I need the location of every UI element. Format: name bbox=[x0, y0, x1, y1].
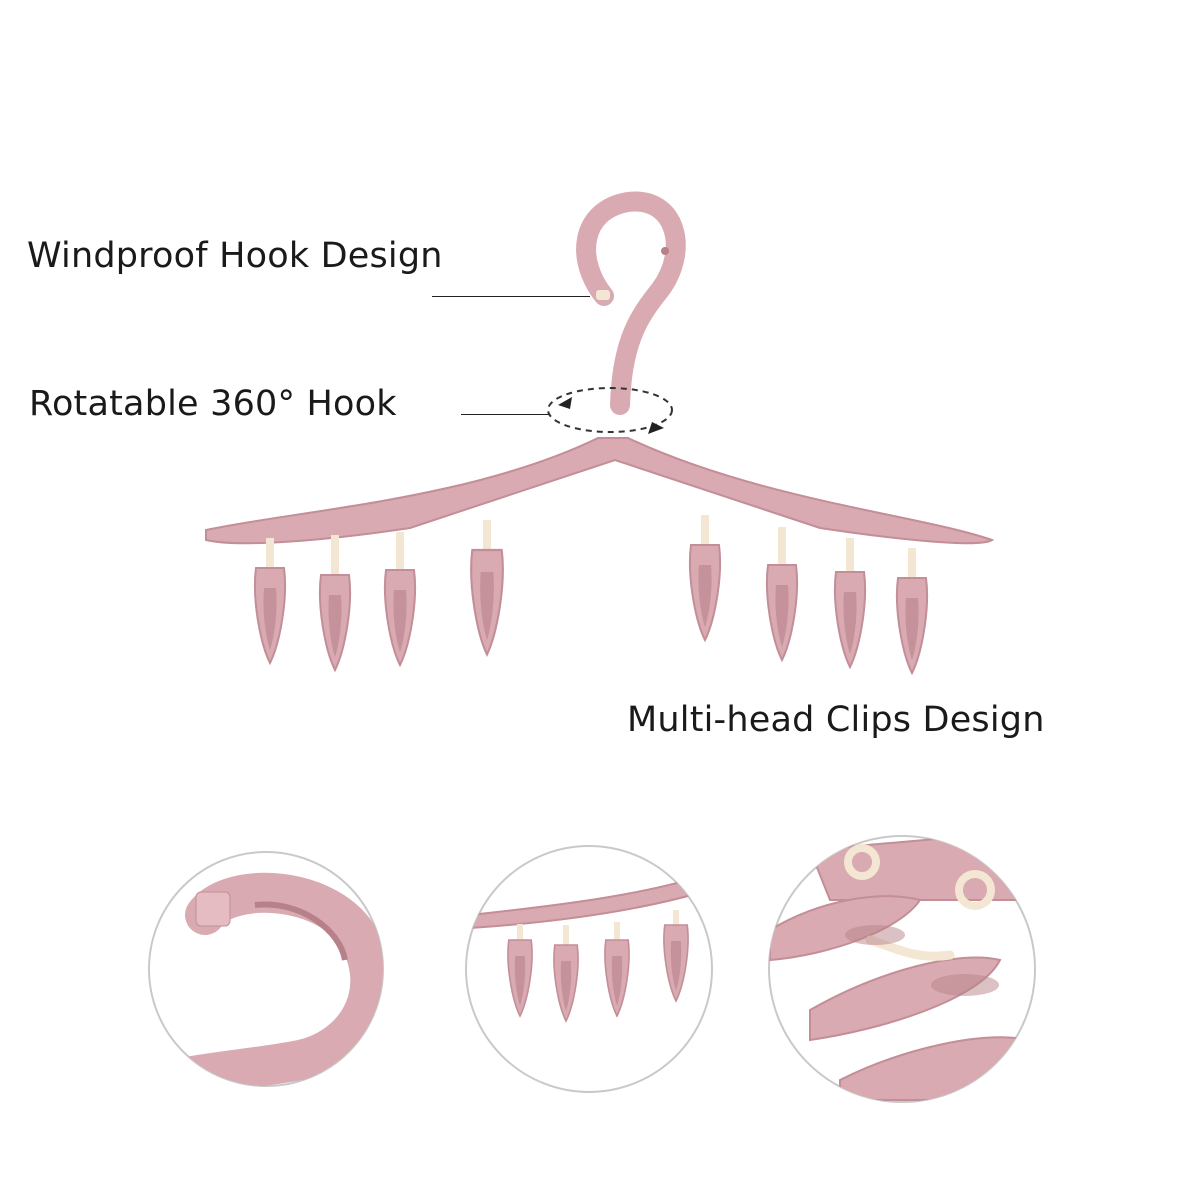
multi-head-clips-label: Multi-head Clips Design bbox=[627, 700, 1045, 740]
rotation-arrow-icon bbox=[547, 387, 673, 434]
rotatable-hook-label: Rotatable 360° Hook bbox=[29, 384, 397, 424]
clip-4 bbox=[470, 520, 504, 656]
hanger-hook bbox=[576, 191, 686, 415]
rotatable-hook-leader-line bbox=[461, 414, 549, 415]
windproof-latch bbox=[596, 290, 610, 300]
clip-3 bbox=[383, 532, 417, 666]
clip-7 bbox=[833, 538, 867, 668]
detail-circle-clips bbox=[465, 845, 713, 1093]
windproof-hook-leader-line bbox=[432, 296, 590, 297]
clip-2 bbox=[318, 535, 352, 671]
windproof-hook-label: Windproof Hook Design bbox=[27, 236, 443, 276]
hook-rivet-icon bbox=[661, 247, 669, 255]
detail-circle-hook bbox=[148, 851, 384, 1087]
hanger-clips bbox=[253, 515, 929, 674]
clip-6 bbox=[765, 527, 799, 661]
clip-5 bbox=[688, 515, 722, 641]
clip-1 bbox=[253, 538, 287, 664]
detail-circle-joint bbox=[768, 835, 1036, 1103]
clip-8 bbox=[895, 548, 929, 674]
hanger-bar bbox=[205, 437, 995, 545]
